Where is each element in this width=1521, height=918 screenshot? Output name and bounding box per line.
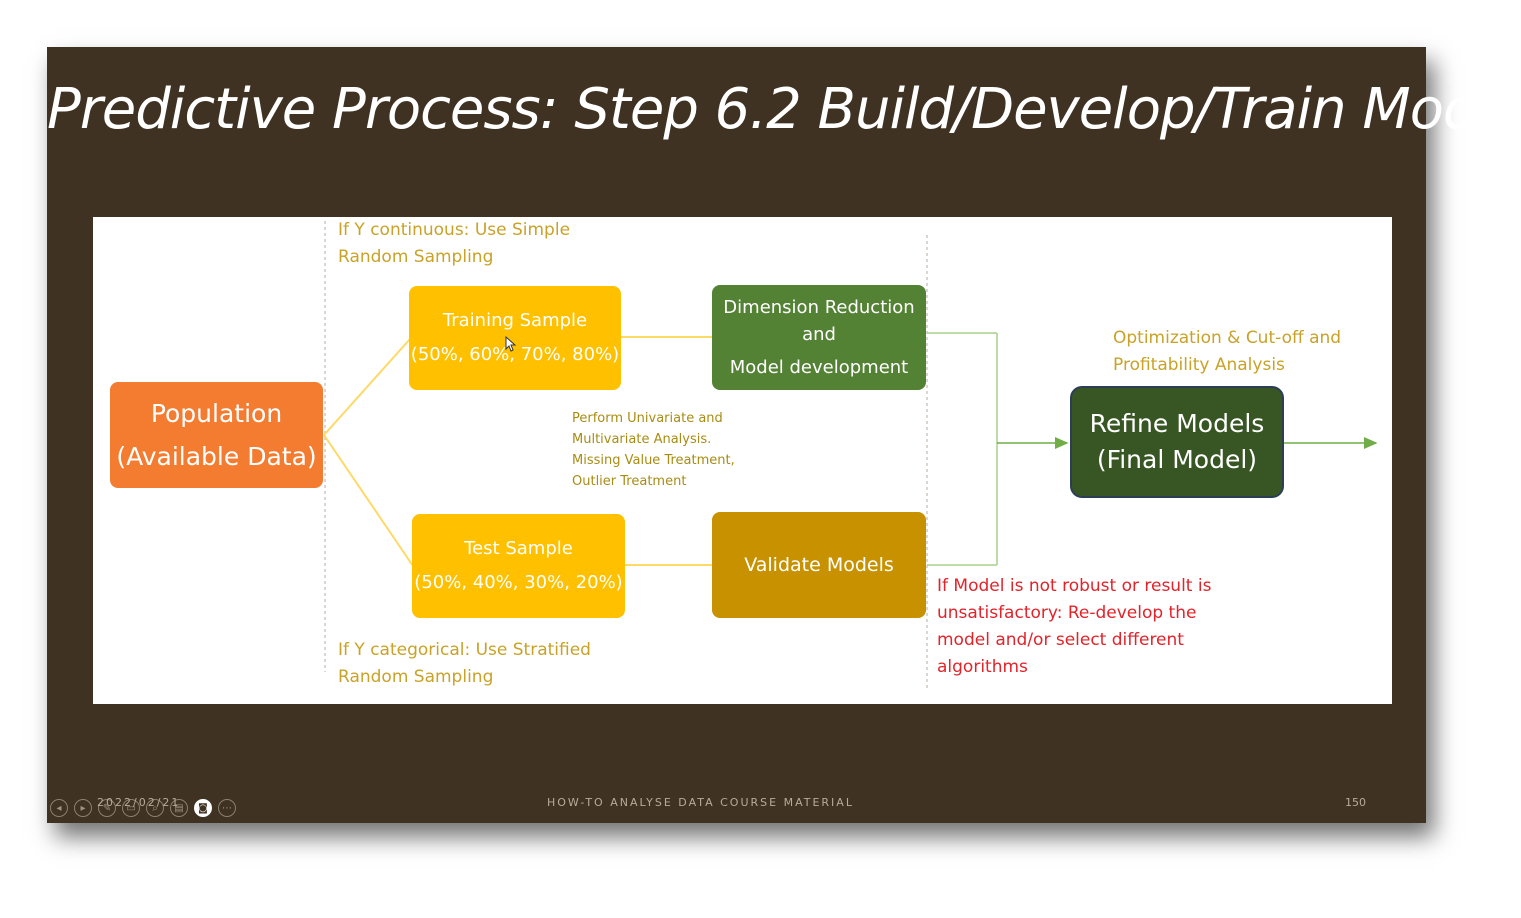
mouse-cursor-icon — [505, 336, 517, 352]
connector-lines — [323, 221, 1378, 691]
validate-models-box: Validate Models — [712, 512, 926, 618]
population-label: Population — [150, 399, 283, 428]
slide-title: Predictive Process: Step 6.2 Build/Devel… — [47, 77, 1521, 142]
note-categorical-sampling: If Y categorical: Use Stratified Random … — [338, 640, 591, 687]
diagram-panel: Population (Available Data) Training Sam… — [93, 217, 1392, 704]
page-number: 150 — [1345, 796, 1366, 809]
footer-course-label: HOW-TO ANALYSE DATA COURSE MATERIAL — [547, 796, 854, 809]
refine-models-sublabel: (Final Model) — [1096, 445, 1258, 474]
connector-pop-test — [323, 434, 414, 567]
slide: Predictive Process: Step 6.2 Build/Devel… — [47, 47, 1521, 823]
more-icon[interactable]: ⋯ — [218, 799, 236, 817]
population-box: Population (Available Data) — [110, 382, 323, 488]
population-sublabel: (Available Data) — [116, 442, 317, 471]
training-sample-box: Training Sample (50%, 60%, 70%, 80%) — [409, 286, 621, 390]
dimension-label-2: and — [802, 324, 836, 345]
pages-icon[interactable]: ▭ — [122, 799, 140, 817]
note-optimization: Optimization & Cut-off and Profitability… — [1113, 328, 1342, 375]
training-sample-split: (50%, 60%, 70%, 80%) — [410, 344, 620, 365]
dimension-reduction-box: Dimension Reduction and Model developmen… — [712, 285, 926, 390]
footer-date: 2022/02/21 — [97, 796, 181, 809]
training-sample-label: Training Sample — [442, 310, 588, 331]
subtitles-icon[interactable]: ▤ — [170, 799, 188, 817]
prev-icon[interactable]: ◂ — [50, 799, 68, 817]
dimension-label-1: Dimension Reduction — [723, 297, 915, 318]
note-redevelop: If Model is not robust or result is unsa… — [937, 576, 1212, 677]
connector-pop-training — [323, 338, 411, 436]
test-sample-split: (50%, 40%, 30%, 20%) — [414, 572, 623, 593]
camera-icon[interactable]: ◙ — [194, 799, 212, 817]
dimension-label-3: Model development — [729, 357, 909, 378]
test-sample-label: Test Sample — [464, 538, 573, 559]
refine-models-label: Refine Models — [1089, 409, 1265, 438]
note-analysis: Perform Univariate and Multivariate Anal… — [572, 411, 735, 489]
test-sample-box: Test Sample (50%, 40%, 30%, 20%) — [412, 514, 625, 618]
presentation-controls: ◂ ▸ ✎ ▭ ⌕ ▤ ◙ ⋯ — [50, 799, 236, 817]
note-continuous-sampling: If Y continuous: Use Simple Random Sampl… — [338, 220, 571, 267]
zoom-icon[interactable]: ⌕ — [146, 799, 164, 817]
refine-models-box: Refine Models (Final Model) — [1070, 386, 1284, 498]
validate-models-label: Validate Models — [744, 554, 894, 576]
pen-icon[interactable]: ✎ — [98, 799, 116, 817]
next-icon[interactable]: ▸ — [74, 799, 92, 817]
